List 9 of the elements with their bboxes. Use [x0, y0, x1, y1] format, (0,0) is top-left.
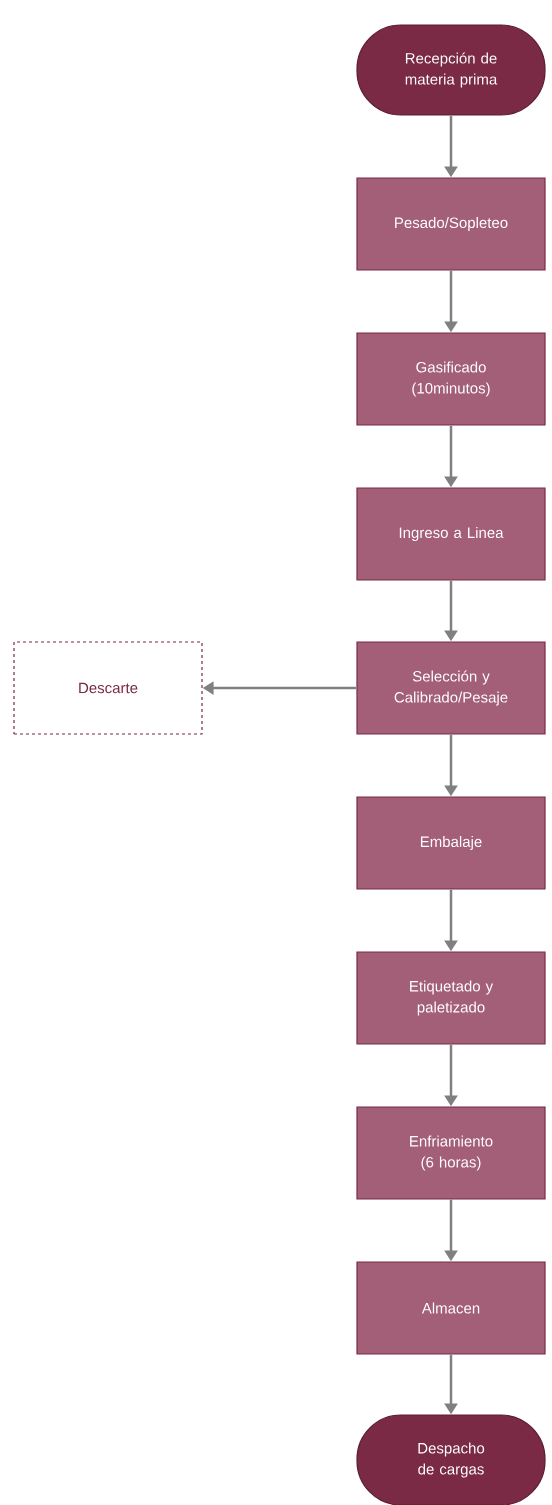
- process-box: Pesado/Sopleteo: [356, 177, 546, 271]
- process-box: Etiquetado y paletizado: [356, 951, 546, 1045]
- process-box: Embalaje: [356, 796, 546, 890]
- process-box: Gasificado (10minutos): [356, 332, 546, 426]
- process-box: Enfriamiento (6 horas): [356, 1106, 546, 1200]
- process-box: Almacen: [356, 1261, 546, 1355]
- process-box: Ingreso a Linea: [356, 487, 546, 581]
- process-box: Selección y Calibrado/Pesaje: [356, 641, 546, 735]
- dashed-box: Descarte: [13, 641, 203, 735]
